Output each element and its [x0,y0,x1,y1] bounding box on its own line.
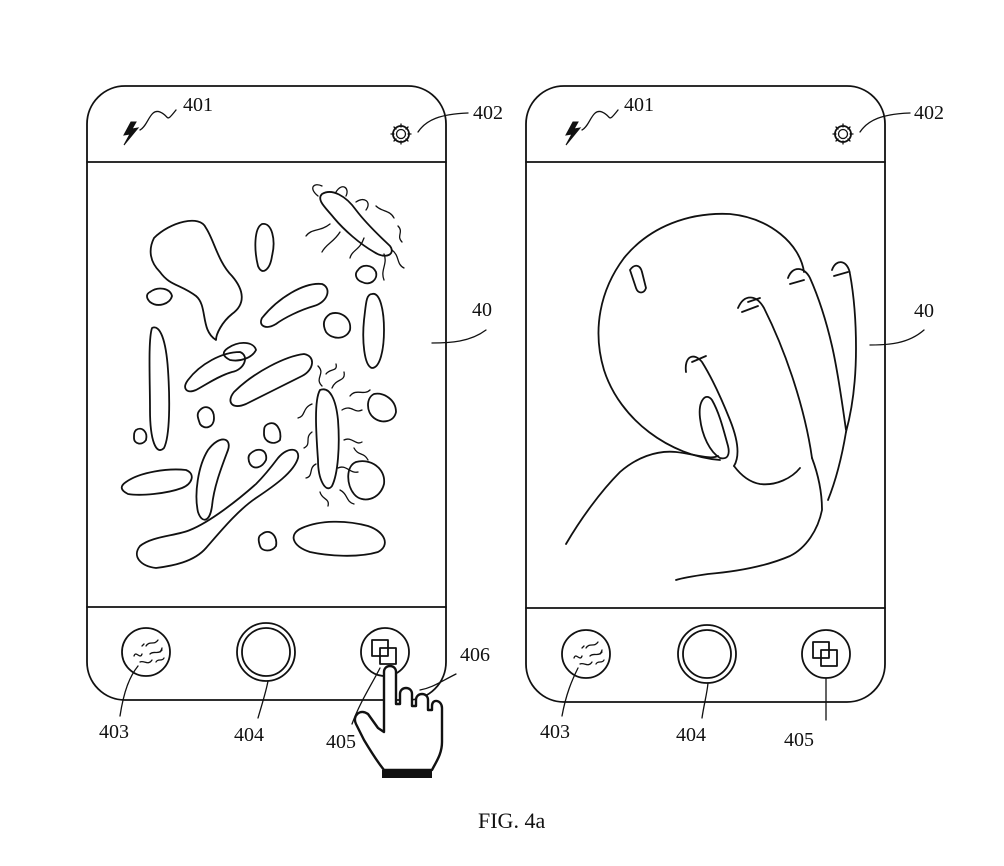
gallery-button[interactable] [121,627,171,677]
label-404: 404 [676,724,706,746]
label-405: 405 [326,731,356,753]
phone-left-body [86,85,447,701]
label-402: 402 [914,102,944,124]
shutter-button[interactable] [236,622,296,682]
leader-line-406 [419,673,457,691]
figure-caption: FIG. 4a [478,808,545,833]
label-401: 401 [183,94,213,116]
leader-line-402 [417,112,469,133]
phone-right-body [525,85,886,703]
leader-line-40 [431,329,487,344]
leader-line-404 [701,682,709,719]
leader-line-40 [869,329,925,346]
screen-right-drawing [565,212,857,581]
gallery-button[interactable] [561,629,611,679]
label-405: 405 [784,729,814,751]
label-406: 406 [460,644,490,666]
label-401: 401 [624,94,654,116]
switch-camera-button[interactable] [801,629,851,679]
label-403: 403 [99,721,129,743]
flash-icon[interactable] [123,121,140,146]
leader-line-403 [119,665,139,717]
phone-left: 401 402 40 [86,85,503,778]
leader-line-403 [561,667,579,717]
label-403: 403 [540,721,570,743]
phone-right: 401 402 40 [525,85,944,751]
leader-line-401 [581,109,619,131]
label-402: 402 [473,102,503,124]
label-404: 404 [234,724,264,746]
shutter-button[interactable] [677,624,737,684]
flash-icon[interactable] [565,121,582,146]
label-40: 40 [914,300,934,322]
leader-line-401 [139,109,177,131]
screen-left-drawing [120,184,405,569]
gear-icon[interactable] [832,123,854,145]
leader-line-404 [257,680,269,719]
leader-line-402 [859,112,911,133]
label-40: 40 [472,299,492,321]
hand-pointer-icon [353,664,444,778]
gear-icon[interactable] [390,123,412,145]
